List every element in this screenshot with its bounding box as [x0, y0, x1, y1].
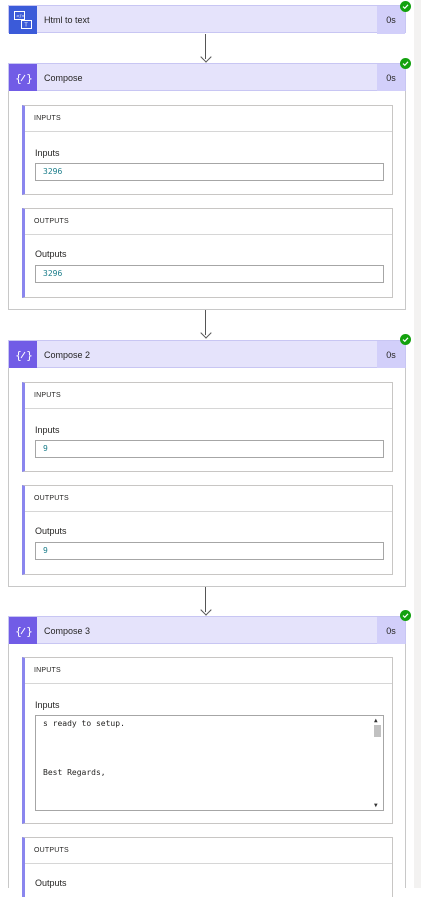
- inputs-card: INPUTS Inputs 9: [22, 382, 393, 472]
- inputs-header: INPUTS: [25, 658, 392, 684]
- success-check-icon: [400, 58, 411, 69]
- textarea-line: s ready to setup.: [43, 719, 125, 728]
- compose-icon: { }: [9, 617, 37, 645]
- outputs-label: Outputs: [35, 526, 67, 536]
- step-compose-2[interactable]: { } Compose 2 0s: [8, 340, 406, 369]
- outputs-card: OUTPUTS Outputs 9: [22, 485, 393, 575]
- svg-text:</>: </>: [16, 14, 25, 20]
- step-duration: 0s: [377, 6, 405, 34]
- outputs-value[interactable]: 9: [35, 542, 384, 560]
- step-compose[interactable]: { } Compose 0s: [8, 63, 406, 92]
- step-body: INPUTS Inputs 3296 OUTPUTS Outputs 3296: [8, 91, 406, 310]
- step-html-to-text[interactable]: </> T Html to text 0s: [8, 5, 406, 34]
- outputs-header: OUTPUTS: [25, 209, 392, 235]
- step-duration: 0s: [377, 64, 405, 92]
- scroll-up-icon[interactable]: ▲: [374, 717, 378, 724]
- outputs-label: Outputs: [35, 878, 67, 888]
- textarea-line: Best Regards,: [43, 768, 106, 777]
- outputs-card: OUTPUTS Outputs 3296: [22, 208, 393, 298]
- step-body: INPUTS Inputs s ready to setup. Best Reg…: [8, 644, 406, 897]
- step-compose-3[interactable]: { } Compose 3 0s: [8, 616, 406, 645]
- flow-connector: [205, 310, 206, 335]
- outputs-header: OUTPUTS: [25, 486, 392, 512]
- compose-icon: { }: [9, 64, 37, 92]
- success-check-icon: [400, 1, 411, 12]
- inputs-label: Inputs: [35, 148, 60, 158]
- step-title: Compose: [44, 73, 83, 83]
- svg-text:{: {: [15, 72, 22, 85]
- inputs-textarea[interactable]: s ready to setup. Best Regards, ▲ ▼: [35, 715, 384, 811]
- step-title: Html to text: [44, 15, 90, 25]
- outputs-label: Outputs: [35, 249, 67, 259]
- svg-text:}: }: [26, 349, 33, 362]
- step-title: Compose 3: [44, 626, 91, 636]
- svg-text:{: {: [15, 349, 22, 362]
- arrow-down-icon: [200, 604, 212, 616]
- step-title: Compose 2: [44, 350, 91, 360]
- svg-text:}: }: [26, 72, 33, 85]
- svg-text:T: T: [24, 23, 29, 29]
- scrollbar-thumb[interactable]: [374, 725, 381, 737]
- arrow-down-icon: [200, 51, 212, 63]
- step-body: INPUTS Inputs 9 OUTPUTS Outputs 9: [8, 368, 406, 587]
- inputs-value[interactable]: 9: [35, 440, 384, 458]
- inputs-header: INPUTS: [25, 106, 392, 132]
- outputs-header: OUTPUTS: [25, 838, 392, 864]
- inputs-card: INPUTS Inputs 3296: [22, 105, 393, 195]
- inputs-label: Inputs: [35, 425, 60, 435]
- success-check-icon: [400, 334, 411, 345]
- svg-text:{: {: [15, 625, 22, 638]
- inputs-value[interactable]: 3296: [35, 163, 384, 181]
- flow-connector: [205, 34, 206, 59]
- outputs-card: OUTPUTS Outputs: [22, 837, 393, 897]
- svg-text:}: }: [26, 625, 33, 638]
- flow-connector: [205, 587, 206, 612]
- arrow-down-icon: [200, 327, 212, 339]
- html-to-text-icon: </> T: [9, 6, 37, 34]
- inputs-card: INPUTS Inputs s ready to setup. Best Reg…: [22, 657, 393, 824]
- step-duration: 0s: [377, 617, 405, 645]
- success-check-icon: [400, 610, 411, 621]
- page-scrollbar[interactable]: [414, 0, 421, 888]
- textarea-scrollbar[interactable]: ▲ ▼: [373, 717, 382, 809]
- inputs-label: Inputs: [35, 700, 60, 710]
- inputs-header: INPUTS: [25, 383, 392, 409]
- scroll-down-icon[interactable]: ▼: [374, 802, 378, 809]
- step-duration: 0s: [377, 341, 405, 369]
- outputs-value[interactable]: 3296: [35, 265, 384, 283]
- compose-icon: { }: [9, 341, 37, 369]
